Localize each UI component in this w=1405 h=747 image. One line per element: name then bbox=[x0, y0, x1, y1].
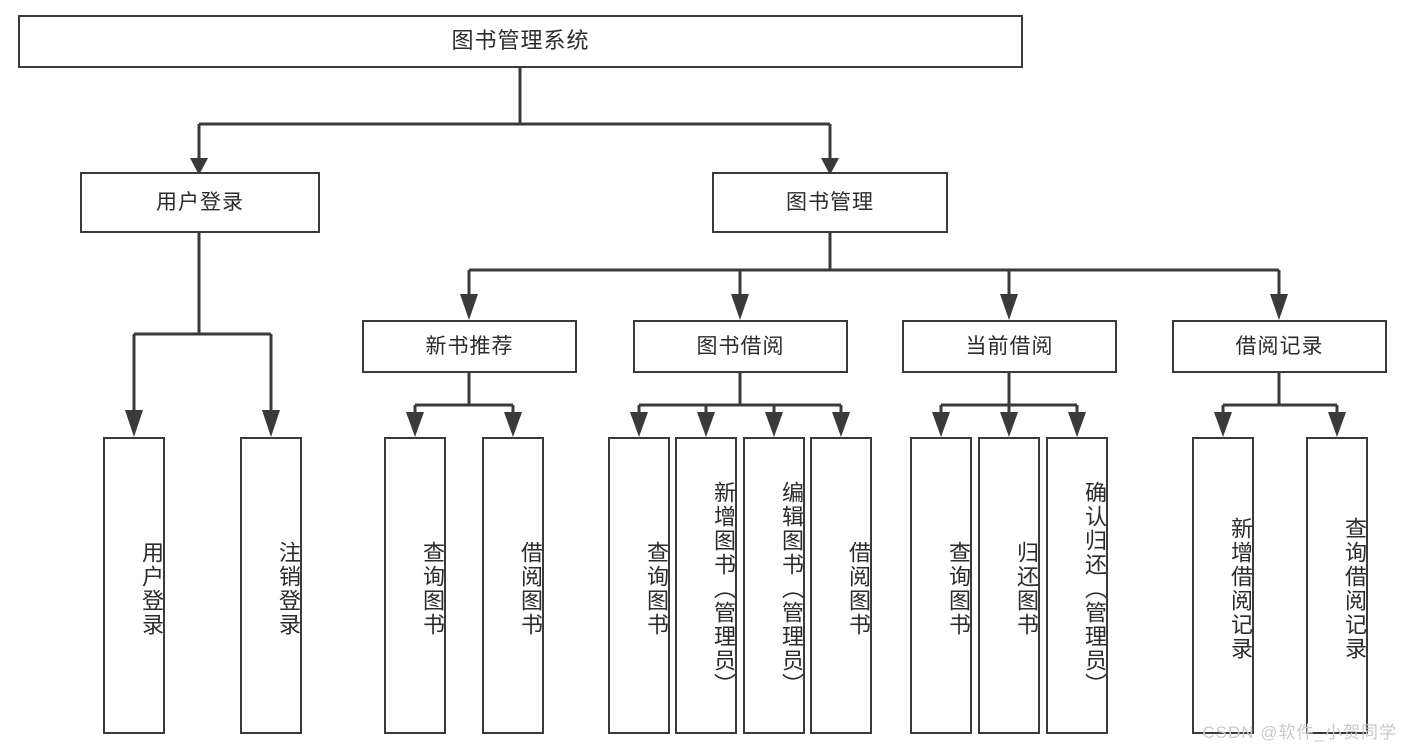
leaf-borrow-book-1-label: 借阅图书 bbox=[518, 540, 543, 637]
leaf-return-book[interactable]: 归还图书 bbox=[978, 437, 1040, 734]
leaf-return-book-label: 归还图书 bbox=[1014, 540, 1039, 637]
leaf-query-book-1[interactable]: 查询图书 bbox=[384, 437, 446, 734]
leaf-add-borrow-record-label: 新增借阅记录 bbox=[1228, 516, 1253, 661]
leaf-borrow-book-2[interactable]: 借阅图书 bbox=[810, 437, 872, 734]
arrow-leaf-edit-book-admin bbox=[765, 412, 783, 437]
arrow-leaf-borrow-book-2 bbox=[832, 412, 850, 437]
leaf-add-book-admin-label: 新增图书（管理员） bbox=[711, 480, 736, 697]
node-book-management[interactable]: 图书管理 bbox=[712, 172, 948, 233]
leaf-confirm-return-admin[interactable]: 确认归还（管理员） bbox=[1046, 437, 1108, 734]
arrow-leaf-query-borrow-record bbox=[1328, 412, 1346, 437]
node-book-borrow-label: 图书借阅 bbox=[696, 334, 785, 358]
arrow-leaf-confirm-return-admin bbox=[1068, 412, 1086, 437]
arrow-leaf-add-borrow-record bbox=[1214, 412, 1232, 437]
node-new-book-recommend-label: 新书推荐 bbox=[425, 334, 514, 358]
leaf-add-book-admin[interactable]: 新增图书（管理员） bbox=[675, 437, 737, 734]
arrow-leaf-add-book-admin bbox=[697, 412, 715, 437]
leaf-query-book-2-label: 查询图书 bbox=[644, 540, 669, 637]
node-borrow-record[interactable]: 借阅记录 bbox=[1172, 320, 1387, 373]
leaf-query-borrow-record-label: 查询借阅记录 bbox=[1342, 516, 1367, 661]
leaf-logout-label: 注销登录 bbox=[276, 540, 301, 637]
arrow-to-new-book-recommend bbox=[460, 294, 478, 320]
node-new-book-recommend[interactable]: 新书推荐 bbox=[362, 320, 577, 373]
node-current-borrow-label: 当前借阅 bbox=[965, 334, 1054, 358]
leaf-borrow-book-1[interactable]: 借阅图书 bbox=[482, 437, 544, 734]
arrow-leaf-logout bbox=[262, 410, 280, 437]
root-node-label: 图书管理系统 bbox=[451, 28, 590, 54]
arrow-to-current-borrow bbox=[1000, 294, 1018, 320]
leaf-logout[interactable]: 注销登录 bbox=[240, 437, 302, 734]
arrow-leaf-query-book-2 bbox=[630, 412, 648, 437]
arrow-leaf-borrow-book-1 bbox=[504, 412, 522, 437]
node-book-borrow[interactable]: 图书借阅 bbox=[633, 320, 848, 373]
arrow-leaf-query-book-3 bbox=[932, 412, 950, 437]
leaf-query-borrow-record[interactable]: 查询借阅记录 bbox=[1306, 437, 1368, 734]
node-borrow-record-label: 借阅记录 bbox=[1235, 334, 1324, 358]
node-book-management-label: 图书管理 bbox=[786, 190, 874, 214]
node-user-login[interactable]: 用户登录 bbox=[80, 172, 320, 233]
leaf-edit-book-admin[interactable]: 编辑图书（管理员） bbox=[743, 437, 805, 734]
arrow-to-book-borrow bbox=[731, 294, 749, 320]
arrow-leaf-return-book bbox=[1000, 412, 1018, 437]
leaf-user-login[interactable]: 用户登录 bbox=[103, 437, 165, 734]
leaf-query-book-3-label: 查询图书 bbox=[946, 540, 971, 637]
leaf-borrow-book-2-label: 借阅图书 bbox=[846, 540, 871, 637]
root-node[interactable]: 图书管理系统 bbox=[18, 15, 1023, 68]
leaf-add-borrow-record[interactable]: 新增借阅记录 bbox=[1192, 437, 1254, 734]
arrow-leaf-query-book-1 bbox=[406, 412, 424, 437]
leaf-query-book-1-label: 查询图书 bbox=[420, 540, 445, 637]
arrow-to-borrow-record bbox=[1270, 294, 1288, 320]
arrow-leaf-user-login bbox=[125, 410, 143, 437]
node-user-login-label: 用户登录 bbox=[156, 190, 244, 214]
leaf-query-book-3[interactable]: 查询图书 bbox=[910, 437, 972, 734]
leaf-query-book-2[interactable]: 查询图书 bbox=[608, 437, 670, 734]
leaf-user-login-label: 用户登录 bbox=[139, 540, 164, 637]
node-current-borrow[interactable]: 当前借阅 bbox=[902, 320, 1117, 373]
leaf-edit-book-admin-label: 编辑图书（管理员） bbox=[779, 480, 804, 697]
leaf-confirm-return-admin-label: 确认归还（管理员） bbox=[1082, 480, 1107, 697]
